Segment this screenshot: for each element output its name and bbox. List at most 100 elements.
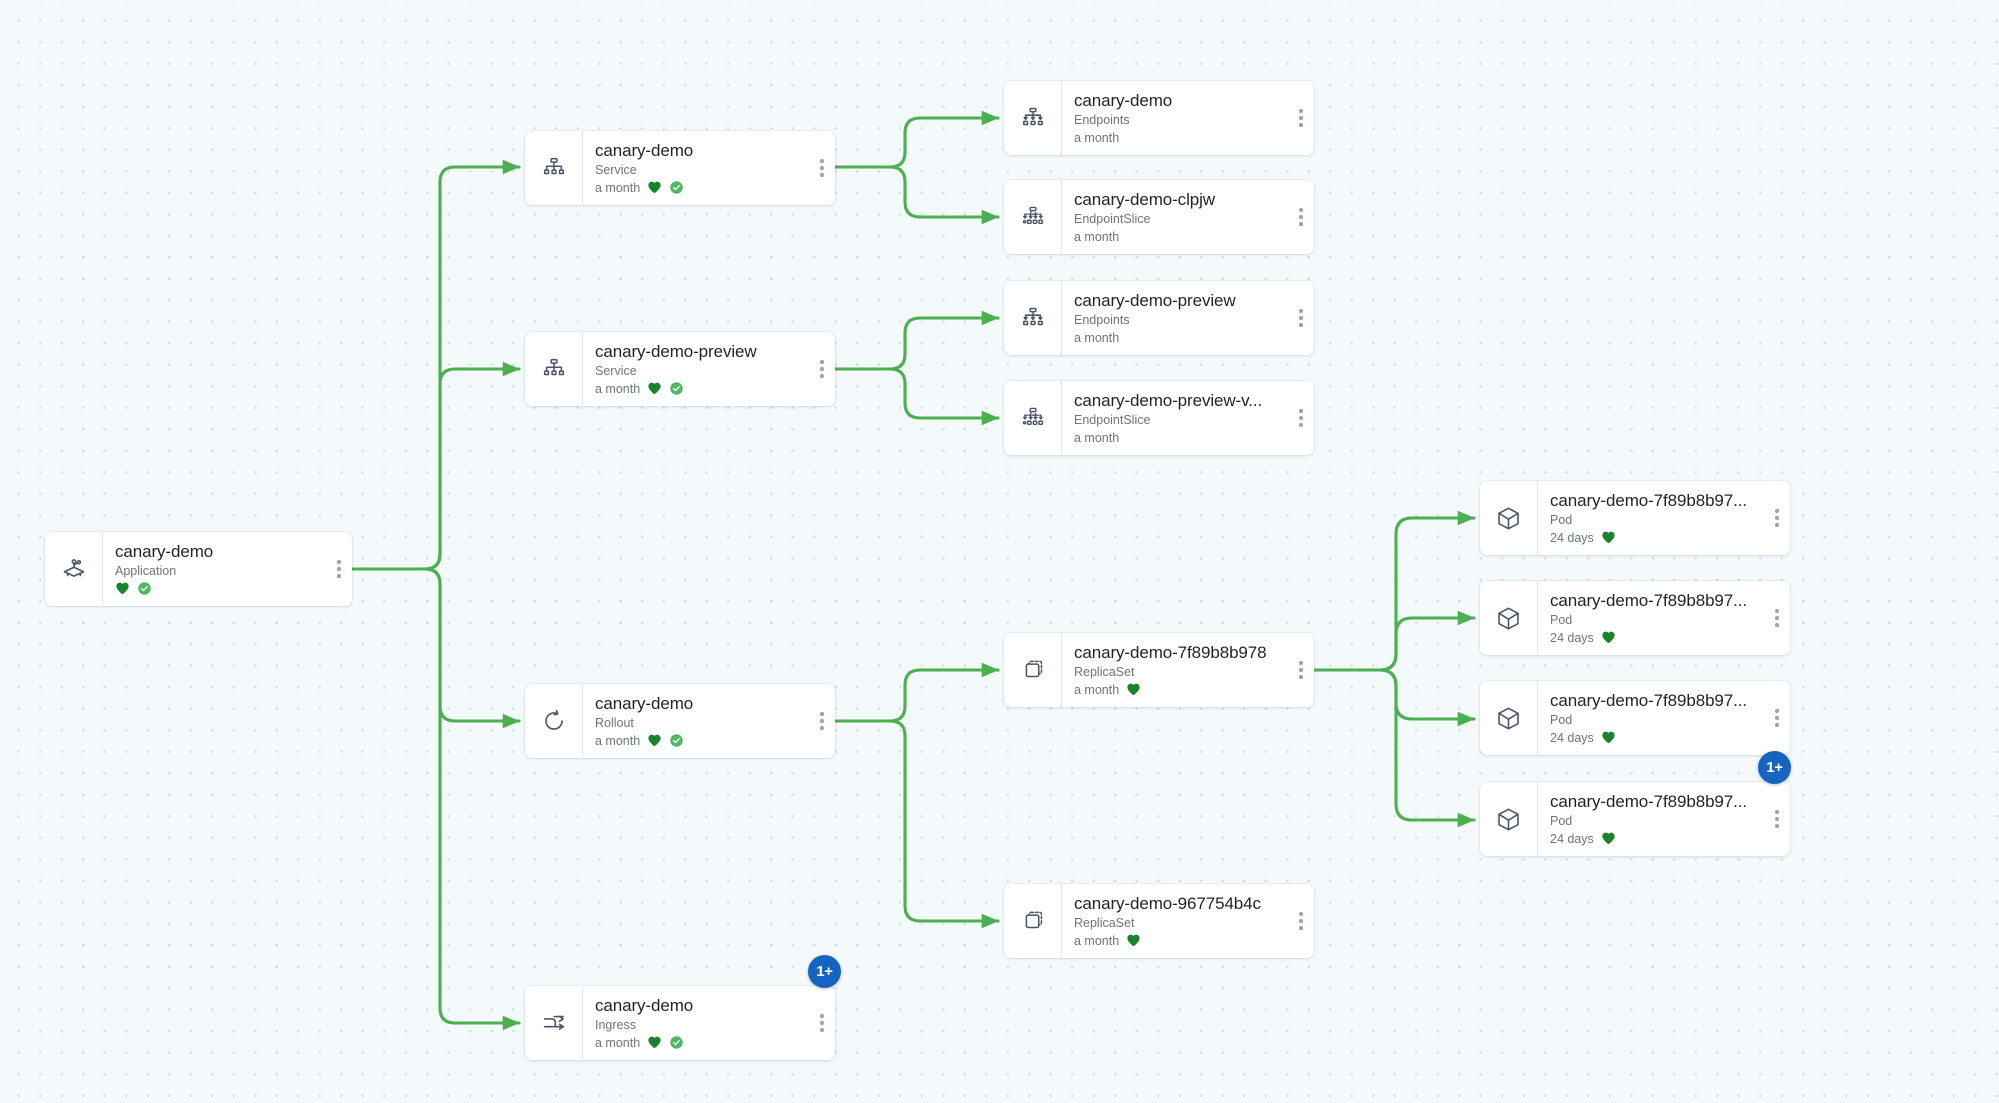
node-kebab-menu-icon[interactable] xyxy=(1288,884,1314,958)
endpoints-icon xyxy=(1004,81,1061,155)
node-meta-row: a month xyxy=(1074,330,1288,346)
node-age-label: a month xyxy=(1074,933,1120,948)
service-icon xyxy=(525,131,582,205)
node-meta-row: 24 days xyxy=(1550,530,1764,546)
node-kind-label: Ingress xyxy=(595,1017,636,1032)
sync-check-icon xyxy=(669,180,684,195)
node-meta-row: a month xyxy=(1074,682,1288,698)
node-kind-label: ReplicaSet xyxy=(1074,664,1135,679)
node-kebab-menu-icon[interactable] xyxy=(1288,81,1314,155)
node-title: canary-demo-preview-v... xyxy=(1074,391,1263,410)
sync-check-icon xyxy=(137,581,152,596)
node-body: canary-demo-7f89b8b97... Pod 24 days xyxy=(1537,581,1764,655)
health-heart-icon xyxy=(647,381,662,396)
node-title: canary-demo xyxy=(595,141,694,160)
node-title: canary-demo xyxy=(115,542,214,561)
endpointslice-icon xyxy=(1004,381,1061,455)
node-age-label: a month xyxy=(1074,130,1120,145)
node-age-label: 24 days xyxy=(1550,730,1594,745)
node-kebab-menu-icon[interactable] xyxy=(809,684,835,758)
node-kebab-menu-icon[interactable] xyxy=(1764,481,1790,555)
node-kebab-menu-icon[interactable] xyxy=(1764,681,1790,755)
replicaset-icon xyxy=(1004,884,1061,958)
node-kebab-menu-icon[interactable] xyxy=(1288,633,1314,707)
health-heart-icon xyxy=(647,1035,662,1050)
node-meta-row: a month xyxy=(595,180,809,196)
resource-node-pod[interactable]: canary-demo-7f89b8b97... Pod 24 days xyxy=(1480,681,1790,755)
child-count-badge[interactable]: 1+ xyxy=(808,955,841,988)
node-kind-label: Pod xyxy=(1550,612,1573,627)
node-age-label: 24 days xyxy=(1550,831,1594,846)
replicaset-icon xyxy=(1004,633,1061,707)
node-kebab-menu-icon[interactable] xyxy=(1288,281,1314,355)
health-heart-icon xyxy=(1601,630,1616,645)
health-heart-icon xyxy=(1601,831,1616,846)
node-kebab-menu-icon[interactable] xyxy=(1764,581,1790,655)
node-title: canary-demo-7f89b8b97... xyxy=(1550,691,1748,710)
node-meta-row: a month xyxy=(1074,933,1288,949)
node-meta-row: a month xyxy=(1074,430,1288,446)
node-title: canary-demo-7f89b8b97... xyxy=(1550,591,1748,610)
node-kind-label: Pod xyxy=(1550,813,1573,828)
node-kebab-menu-icon[interactable] xyxy=(809,332,835,406)
node-kind-label: Endpoints xyxy=(1074,312,1130,327)
resource-node-pod[interactable]: canary-demo-7f89b8b97... Pod 24 days xyxy=(1480,581,1790,655)
node-kind-label: EndpointSlice xyxy=(1074,211,1151,226)
node-title: canary-demo xyxy=(1074,91,1173,110)
node-kebab-menu-icon[interactable] xyxy=(1288,381,1314,455)
node-title: canary-demo-preview xyxy=(595,342,757,361)
health-heart-icon xyxy=(115,581,130,596)
node-age-label: a month xyxy=(1074,430,1120,445)
node-kebab-menu-icon[interactable] xyxy=(1288,180,1314,254)
node-kebab-menu-icon[interactable] xyxy=(809,986,835,1060)
node-kind-label: Service xyxy=(595,162,637,177)
node-age-label: a month xyxy=(1074,682,1120,697)
node-kind-label: Pod xyxy=(1550,712,1573,727)
rollout-icon xyxy=(525,684,582,758)
health-heart-icon xyxy=(1601,530,1616,545)
node-meta-row: a month xyxy=(595,733,809,749)
pod-icon xyxy=(1480,481,1537,555)
node-meta-row: 24 days xyxy=(1550,630,1764,646)
node-kebab-menu-icon[interactable] xyxy=(809,131,835,205)
node-kebab-menu-icon[interactable] xyxy=(1764,782,1790,856)
node-age-label: a month xyxy=(595,1035,641,1050)
sync-check-icon xyxy=(669,381,684,396)
health-heart-icon xyxy=(1126,682,1141,697)
node-title: canary-demo xyxy=(595,996,694,1015)
node-meta-row: a month xyxy=(595,381,809,397)
node-kind-label: Application xyxy=(115,563,177,578)
service-icon xyxy=(525,332,582,406)
sync-check-icon xyxy=(669,1035,684,1050)
child-count-badge[interactable]: 1+ xyxy=(1758,751,1791,784)
node-age-label: a month xyxy=(1074,330,1120,345)
node-kind-label: Rollout xyxy=(595,715,634,730)
node-age-label: 24 days xyxy=(1550,630,1594,645)
endpointslice-icon xyxy=(1004,180,1061,254)
node-title: canary-demo-7f89b8b97... xyxy=(1550,491,1748,510)
node-kind-label: Service xyxy=(595,363,637,378)
node-kebab-menu-icon[interactable] xyxy=(326,532,352,606)
node-kind-label: Endpoints xyxy=(1074,112,1130,127)
node-meta-row: a month xyxy=(595,1035,809,1051)
